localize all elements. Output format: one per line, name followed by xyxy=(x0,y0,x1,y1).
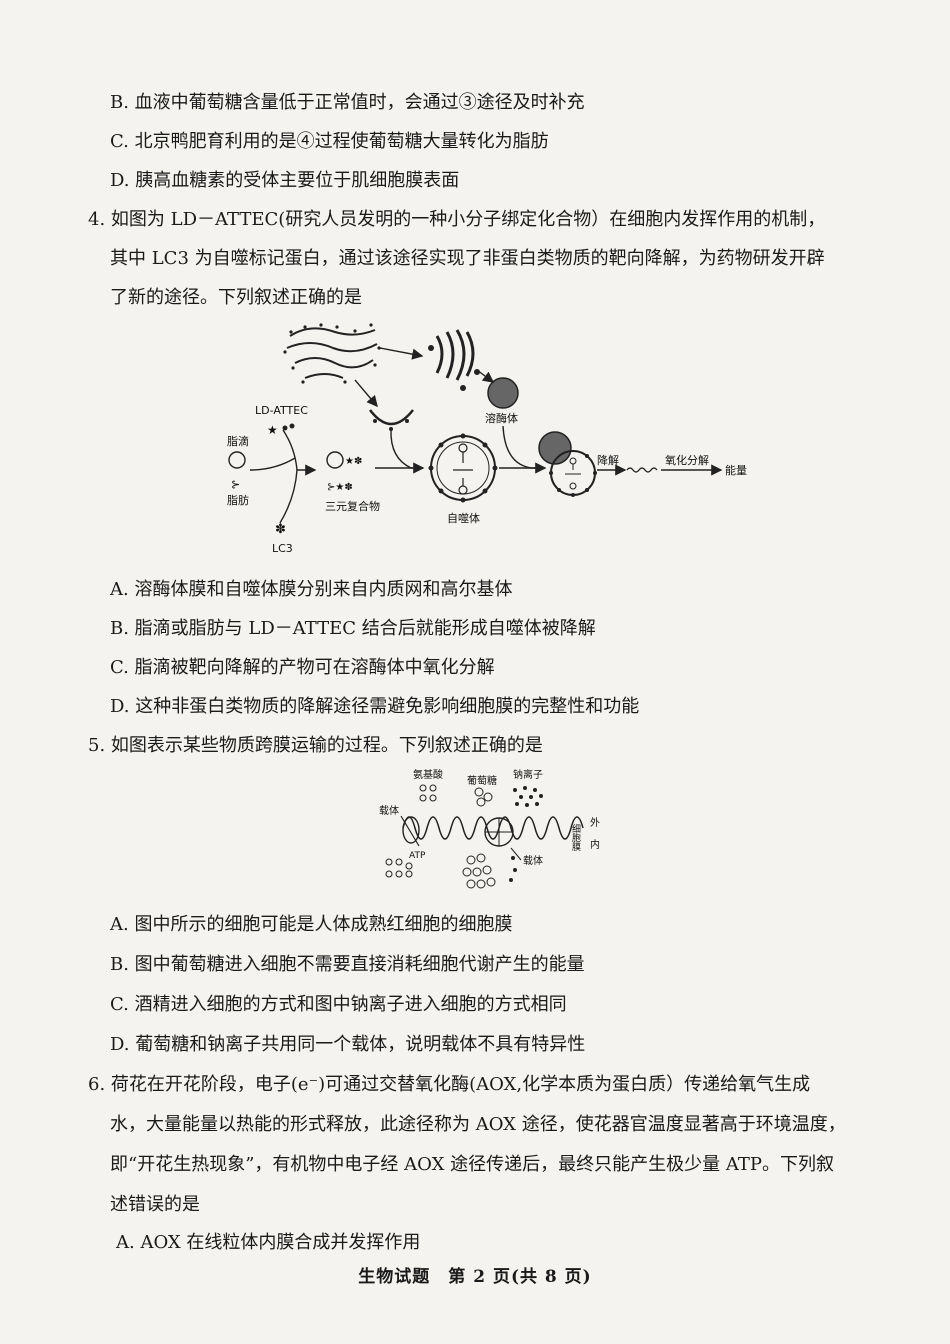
amino-acid-label: 氨基酸 xyxy=(413,768,443,781)
svg-text:★✽: ★✽ xyxy=(345,456,362,467)
q4-stem-line-1: 4. 如图为 LD－ATTEC(研究人员发明的一种小分子绑定化合物）在细胞内发挥… xyxy=(88,209,826,230)
lc3-icon: ✽ xyxy=(275,522,286,537)
ternary-complex-label: 三元复合物 xyxy=(325,499,380,513)
fat-icon: ⊱ xyxy=(231,478,240,491)
q4-option-a: A. 溶酶体膜和自噬体膜分别来自内质网和高尔基体 xyxy=(110,579,513,600)
membrane-side-label: 细胞膜 xyxy=(570,823,581,852)
energy-label: 能量 xyxy=(725,463,747,477)
cell-membrane-icon xyxy=(402,816,584,840)
lipid-droplet-icon xyxy=(228,451,246,469)
amino-acid-molecules-inside xyxy=(385,858,413,878)
carrier-protein-left xyxy=(402,816,420,844)
ld-attec-label: LD-ATTEC xyxy=(255,404,308,417)
oxidative-decomposition-label: 氧化分解 xyxy=(665,453,709,467)
endoplasmic-reticulum-icon xyxy=(283,323,381,384)
sodium-ions-inside xyxy=(509,856,517,882)
lc3-label: LC3 xyxy=(272,542,293,555)
q5-option-a: A. 图中所示的细胞可能是人体成熟红细胞的细胞膜 xyxy=(110,914,513,935)
glucose-label: 葡萄糖 xyxy=(467,774,497,787)
q4-option-d: D. 这种非蛋白类物质的降解途径需避免影响细胞膜的完整性和功能 xyxy=(110,696,640,717)
q5-stem: 5. 如图表示某些物质跨膜运输的过程。下列叙述正确的是 xyxy=(88,735,543,756)
autolysosome-icon xyxy=(538,431,597,497)
carrier-label-left: 载体 xyxy=(379,805,399,817)
carrier-label-right: 载体 xyxy=(523,855,543,867)
q4-option-c: C. 脂滴被靶向降解的产物可在溶酶体中氧化分解 xyxy=(110,657,495,678)
q4-stem-line-2: 其中 LC3 为自噬标记蛋白，通过该途径实现了非蛋白类物质的靶向降解，为药物研发… xyxy=(110,248,825,269)
glucose-molecules-outside xyxy=(474,787,493,807)
lysosome-icon xyxy=(487,377,519,409)
ternary-complex-icon: ★✽ ⊱★✽ xyxy=(326,451,362,493)
svg-text:⊱★✽: ⊱★✽ xyxy=(327,482,353,493)
q3-option-d: D. 胰高血糖素的受体主要位于肌细胞膜表面 xyxy=(110,170,460,191)
q5-option-d: D. 葡萄糖和钠离子共用同一个载体，说明载体不具有特异性 xyxy=(110,1034,586,1055)
degradation-label: 降解 xyxy=(597,453,619,467)
glucose-molecules-inside xyxy=(462,853,496,889)
q6-stem-line-2: 水，大量能量以热能的形式释放，此途径称为 AOX 途径，使花器官温度显著高于环境… xyxy=(110,1114,846,1135)
autophagosome-label: 自噬体 xyxy=(447,511,480,525)
amino-acid-molecules xyxy=(419,784,437,802)
sodium-ion-label: 钠离子 xyxy=(513,768,543,781)
q6-stem-line-3: 即“开花生热现象”，有机物中电子经 AOX 途径传递后，最终只能产生极少量 AT… xyxy=(110,1154,834,1175)
q4-stem-line-3: 了新的途径。下列叙述正确的是 xyxy=(110,287,362,308)
q5-option-b: B. 图中葡萄糖进入细胞不需要直接消耗细胞代谢产生的能量 xyxy=(110,954,585,975)
autophagy-mechanism-diagram: LD-ATTEC ★ 脂滴 ⊱ 脂肪 ✽ LC3 ★✽ ⊱★✽ 三元复合物 自噬… xyxy=(227,323,747,555)
fatty-acid-squiggle-icon xyxy=(626,467,658,473)
inside-label: 内 xyxy=(590,838,600,851)
outside-label: 外 xyxy=(590,817,600,829)
ld-attec-icon: ★ xyxy=(267,423,278,437)
q6-option-a: A. AOX 在线粒体内膜合成并发挥作用 xyxy=(116,1232,421,1253)
q4-option-b: B. 脂滴或脂肪与 LD－ATTEC 结合后就能形成自噬体被降解 xyxy=(110,618,596,639)
membrane-transport-diagram: 氨基酸 葡萄糖 钠离子 载体 ATP 载体 细胞膜 外 内 xyxy=(379,768,600,889)
q3-option-b: B. 血液中葡萄糖含量低于正常值时，会通过③途径及时补充 xyxy=(110,92,585,113)
lysosome-label: 溶酶体 xyxy=(485,411,518,425)
q3-option-c: C. 北京鸭肥育利用的是④过程使葡萄糖大量转化为脂肪 xyxy=(110,131,549,152)
q5-option-c: C. 酒精进入细胞的方式和图中钠离子进入细胞的方式相同 xyxy=(110,994,567,1015)
autophagosome-icon xyxy=(428,433,498,503)
atp-label: ATP xyxy=(409,851,426,861)
sodium-ions-outside xyxy=(513,786,543,807)
golgi-apparatus-icon xyxy=(428,329,480,391)
q6-stem-line-1: 6. 荷花在开花阶段，电子(e⁻)可通过交替氧化酶(AOX,化学本质为蛋白质）传… xyxy=(88,1074,811,1095)
fat-label: 脂肪 xyxy=(227,493,249,507)
q6-stem-line-4: 述错误的是 xyxy=(110,1194,200,1215)
lipid-droplet-label: 脂滴 xyxy=(227,434,249,448)
page-footer: 生物试题 第 2 页(共 8 页) xyxy=(358,1267,592,1287)
phagophore-membrane-icon xyxy=(369,409,414,431)
